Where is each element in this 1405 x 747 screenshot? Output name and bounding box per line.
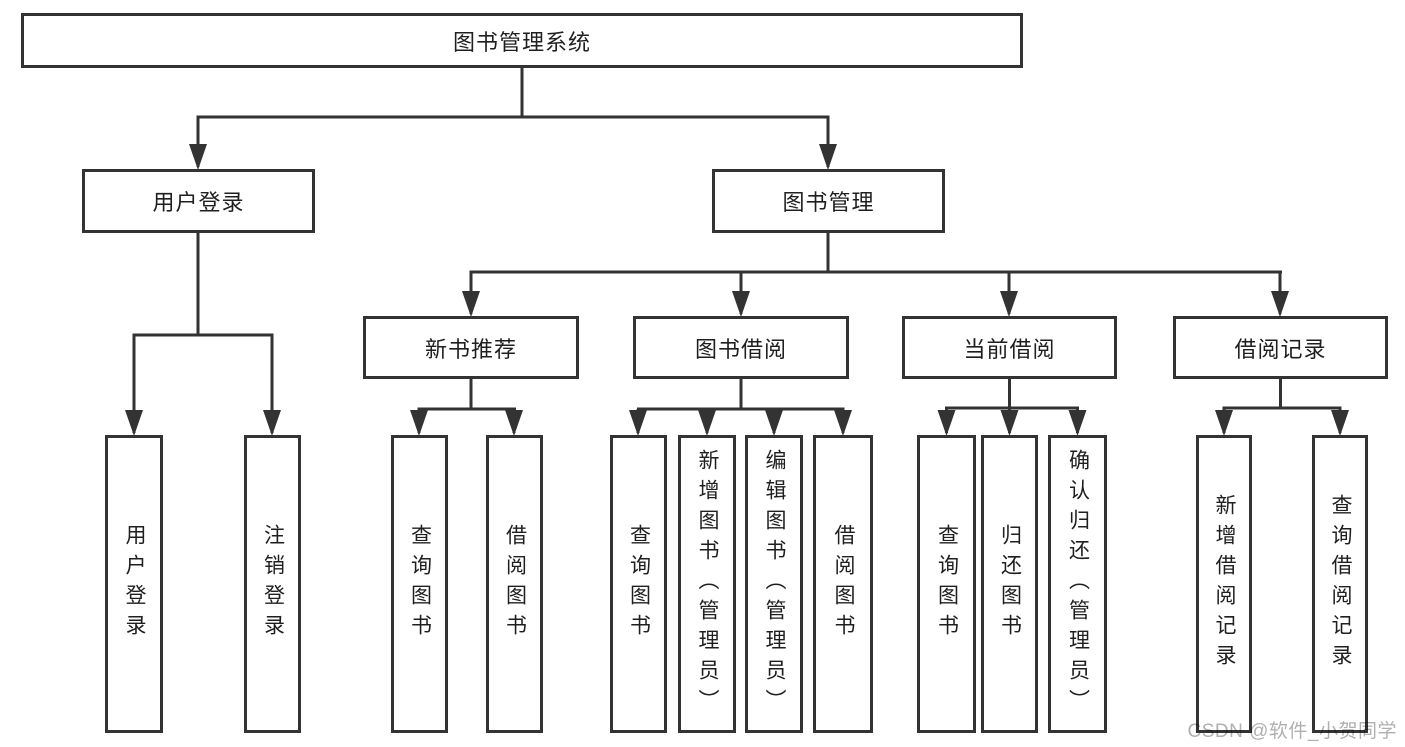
leaf-add-books-admin: 新增图书（管理员） [678,435,736,733]
leaf-borrow-books: 借阅图书 [813,435,873,733]
node-book-borrow: 图书借阅 [633,316,849,379]
csdn-watermark: CSDN @软件_小贺同学 [1187,721,1397,742]
leaf-logout: 注销登录 [244,435,301,733]
node-root-library-system: 图书管理系统 [21,13,1023,68]
node-current-borrow: 当前借阅 [902,316,1117,379]
leaf-query-books-current: 查询图书 [917,435,976,733]
node-book-management: 图书管理 [712,169,945,233]
leaf-query-books-borrow: 查询图书 [610,435,667,733]
leaf-query-borrow-record: 查询借阅记录 [1312,435,1368,733]
leaf-query-books-recommend: 查询图书 [391,435,448,733]
node-user-login: 用户登录 [82,169,315,233]
leaf-user-login: 用户登录 [105,435,163,733]
node-new-book-recommend: 新书推荐 [363,316,579,379]
leaf-edit-books-admin: 编辑图书（管理员） [745,435,803,733]
node-borrow-records: 借阅记录 [1173,316,1388,379]
leaf-add-borrow-record: 新增借阅记录 [1196,435,1252,733]
leaf-return-books: 归还图书 [981,435,1038,733]
leaf-borrow-books-recommend: 借阅图书 [486,435,543,733]
leaf-confirm-return-admin: 确认归还（管理员） [1048,435,1107,733]
